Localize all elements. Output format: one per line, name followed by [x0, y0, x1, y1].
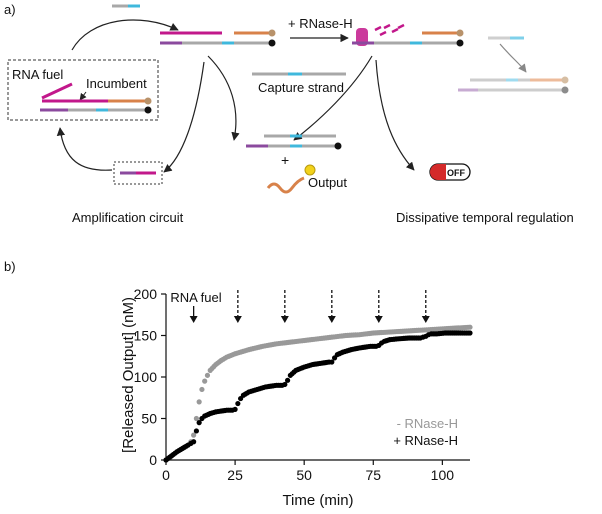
y-tick-label: 50	[141, 411, 157, 427]
data-point	[199, 386, 205, 393]
off-label: OFF	[447, 168, 465, 178]
released-output-chart: Time (min) [Released Output] (nM) 0 25 50 7…	[120, 286, 473, 509]
y-tick-label: 200	[134, 286, 158, 302]
fuel-arrow-head	[421, 316, 430, 323]
series-plus-rnase	[163, 330, 473, 463]
data-point	[193, 428, 199, 434]
x-tick-label: 0	[162, 467, 170, 483]
x-tick-label: 100	[431, 467, 455, 483]
fuel-complex-duplex	[40, 82, 152, 114]
to-capture-arrow	[207, 55, 240, 141]
to-waste-arrow	[163, 61, 205, 173]
data-point	[191, 439, 197, 445]
output-label: Output	[308, 175, 347, 190]
y-axis-title: [Released Output] (nM)	[120, 297, 137, 453]
data-point	[329, 359, 335, 365]
panel-a-label: a)	[4, 2, 16, 17]
to-off-arrow	[375, 59, 415, 171]
incumbent-label: Incumbent	[86, 76, 147, 91]
y-tick-label: 150	[134, 328, 158, 344]
data-point	[202, 378, 208, 384]
y-tick-label: 100	[134, 369, 158, 385]
data-point	[235, 400, 241, 407]
cleaved-duplex	[352, 23, 464, 47]
data-point	[285, 377, 291, 383]
data-point	[467, 324, 473, 330]
cleaved-to-capture-arrow	[293, 55, 373, 141]
cycle-arrow-left	[56, 127, 113, 171]
output-strand-icon	[266, 164, 316, 194]
fuel-arrow-head	[280, 316, 289, 323]
legend-entry-plus-rnase: + RNase-H	[393, 433, 458, 448]
panel-a: a) RNA fuel Incumbent	[4, 2, 574, 225]
incumbent-pointer	[79, 91, 87, 101]
capture-strand-label: Capture strand	[258, 80, 344, 95]
fuel-arrow-head	[189, 316, 198, 323]
fuel-arrow-head	[374, 316, 383, 323]
data-point	[204, 372, 211, 378]
axis-ticks: 0 25 50 75 100 0 50 100 150 200	[134, 286, 455, 483]
fuel-addition-arrows	[189, 290, 430, 323]
x-tick-label: 75	[365, 467, 381, 483]
legend-entry-minus-rnase: - RNase-H	[397, 416, 458, 431]
data-point	[232, 406, 238, 412]
cycle-arrow-top	[71, 19, 179, 51]
x-axis-title: Time (min)	[282, 492, 353, 509]
panel-b-label: b)	[4, 259, 16, 274]
central-duplex	[160, 29, 276, 47]
fuel-arrow-head	[327, 316, 336, 323]
y-tick-label: 0	[149, 452, 157, 468]
panel-b: b) Time (min) [Released Output] (nM) 0 25…	[4, 259, 473, 509]
captured-duplex	[246, 134, 342, 150]
data-point	[196, 420, 202, 426]
dissipative-regulation-label: Dissipative temporal regulation	[396, 210, 574, 225]
rna-fuel-label: RNA fuel	[12, 67, 63, 82]
data-point	[282, 381, 288, 388]
series-minus-rnase	[163, 324, 473, 463]
x-tick-label: 50	[296, 467, 312, 483]
x-tick-label: 25	[227, 467, 243, 483]
data-point	[191, 432, 197, 438]
data-point	[196, 399, 202, 405]
leak-duplex	[458, 76, 569, 94]
fuel-arrow-head	[233, 316, 242, 323]
rna-fuel-annotation: RNA fuel	[170, 290, 221, 305]
waste-box	[113, 161, 163, 185]
amplification-circuit-label: Amplification circuit	[72, 210, 184, 225]
plus-sign: +	[281, 152, 289, 168]
fuel-complex-box	[7, 59, 159, 121]
data-point	[193, 415, 199, 422]
leak-arrow	[499, 43, 527, 73]
data-point	[467, 330, 473, 336]
data-points	[163, 324, 473, 463]
off-switch-icon: OFF	[429, 163, 471, 181]
rnase-h-label: + RNase-H	[288, 16, 353, 31]
